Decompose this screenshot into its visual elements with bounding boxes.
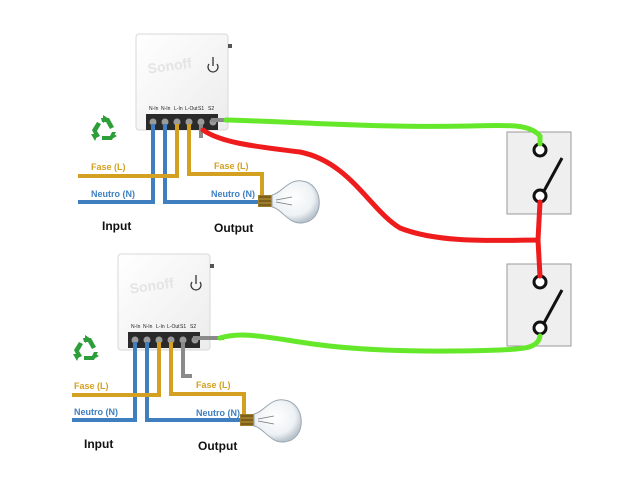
terminal-l-out: L-Out xyxy=(167,324,180,330)
neutral-output-wire xyxy=(145,342,246,422)
phase-output-wire xyxy=(187,124,264,198)
recycle-icon xyxy=(91,115,117,141)
green-traveler-wire-1 xyxy=(223,117,543,147)
neutral-input-wire xyxy=(72,342,137,422)
output-label: Output xyxy=(214,221,253,235)
phase-input-wire xyxy=(72,342,161,397)
s1-stub-wire xyxy=(181,342,192,378)
phase-output-label: Fase (L) xyxy=(214,161,249,171)
input-label: Input xyxy=(84,437,113,451)
sonoff-module-2 xyxy=(117,253,211,351)
module-1: Sonoff N-In N-In L-In L-Out S1 S2 xyxy=(78,33,320,235)
neutral-output-wire xyxy=(163,124,264,204)
neutral-input-label: Neutro (N) xyxy=(91,189,135,199)
terminal-s1: S1 xyxy=(198,106,204,112)
module-2-wires xyxy=(72,336,246,422)
light-bulb-icon xyxy=(258,180,320,224)
terminal-s1: S1 xyxy=(180,324,186,330)
neutral-input-label: Neutro (N) xyxy=(74,407,118,417)
phase-output-wire xyxy=(169,342,246,416)
phase-output-label: Fase (L) xyxy=(196,380,231,390)
input-label: Input xyxy=(102,219,131,233)
terminal-labels: N-In N-In L-In L-Out S1 S2 xyxy=(131,324,196,330)
terminal-n-in: N-In xyxy=(143,324,153,330)
module-brand: Sonoff xyxy=(129,275,175,297)
recycle-icon xyxy=(73,335,99,361)
terminal-l-out: L-Out xyxy=(185,106,198,112)
terminal-s2: S2 xyxy=(190,324,196,330)
green-traveler-wire-2 xyxy=(217,332,543,354)
traveler-wires xyxy=(200,117,543,354)
sonoff-logo-icon xyxy=(207,57,219,73)
phase-input-label: Fase (L) xyxy=(91,162,126,172)
terminal-block xyxy=(128,332,200,348)
phase-input-wire xyxy=(78,124,179,178)
terminal-block xyxy=(146,114,218,130)
neutral-input-wire xyxy=(78,124,155,204)
light-bulb-icon xyxy=(240,399,302,443)
terminal-s2: S2 xyxy=(208,106,214,112)
terminal-n-in: N-In xyxy=(131,324,141,330)
terminal-n-in: N-In xyxy=(149,106,159,112)
red-traveler-wire xyxy=(200,127,543,279)
terminal-n-in: N-In xyxy=(161,106,171,112)
terminal-labels: N-In N-In L-In L-Out S1 S2 xyxy=(149,106,214,112)
module-brand: Sonoff xyxy=(147,55,193,77)
neutral-output-label: Neutro (N) xyxy=(211,189,255,199)
phase-input-label: Fase (L) xyxy=(74,381,109,391)
sonoff-logo-icon xyxy=(190,275,202,291)
output-label: Output xyxy=(198,439,237,453)
terminal-l-in: L-In xyxy=(156,324,165,330)
neutral-output-label: Neutro (N) xyxy=(196,408,240,418)
module-2: Sonoff N-In N-In L-In L-Out S1 S2 Fase (… xyxy=(72,253,302,453)
terminal-l-in: L-In xyxy=(174,106,183,112)
